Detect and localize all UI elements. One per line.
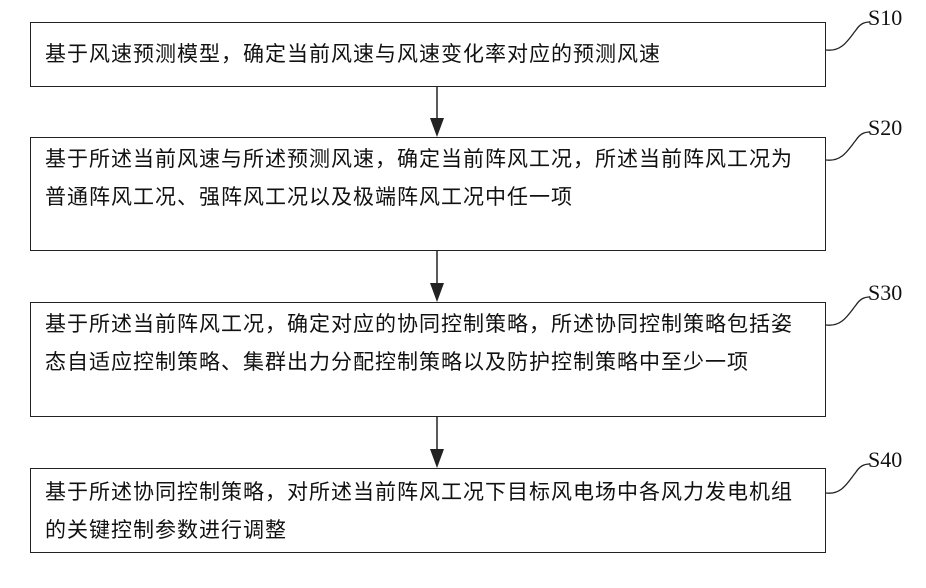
step-text-s20: 基于所述当前风速与所述预测风速，确定当前阵风工况，所述当前阵风工况为普通阵风工况… bbox=[45, 140, 813, 216]
step-label-s40: S40 bbox=[868, 447, 902, 473]
step-text-s10: 基于风速预测模型，确定当前风速与风速变化率对应的预测风速 bbox=[45, 35, 813, 73]
leader-curve-s20 bbox=[826, 132, 870, 160]
arrow-s30-to-s40 bbox=[430, 417, 444, 468]
step-label-s30: S30 bbox=[868, 280, 902, 306]
step-text-s40: 基于所述协同控制策略，对所述当前阵风工况下目标风电场中各风力发电机组的关键控制参… bbox=[45, 473, 813, 549]
arrow-s20-to-s30 bbox=[430, 251, 444, 302]
leader-curve-s40 bbox=[826, 464, 870, 493]
step-box-s30: 基于所述当前阵风工况，确定对应的协同控制策略，所述协同控制策略包括姿态自适应控制… bbox=[30, 302, 826, 417]
step-label-s20: S20 bbox=[868, 115, 902, 141]
step-box-s20: 基于所述当前风速与所述预测风速，确定当前阵风工况，所述当前阵风工况为普通阵风工况… bbox=[30, 137, 826, 251]
step-box-s10: 基于风速预测模型，确定当前风速与风速变化率对应的预测风速 bbox=[30, 22, 826, 87]
arrow-s10-to-s20 bbox=[430, 87, 444, 137]
leader-curve-s10 bbox=[826, 22, 870, 50]
step-label-s10: S10 bbox=[868, 5, 902, 31]
leader-curve-s30 bbox=[826, 297, 870, 325]
step-text-s30: 基于所述当前阵风工况，确定对应的协同控制策略，所述协同控制策略包括姿态自适应控制… bbox=[45, 305, 813, 381]
step-box-s40: 基于所述协同控制策略，对所述当前阵风工况下目标风电场中各风力发电机组的关键控制参… bbox=[30, 468, 826, 553]
